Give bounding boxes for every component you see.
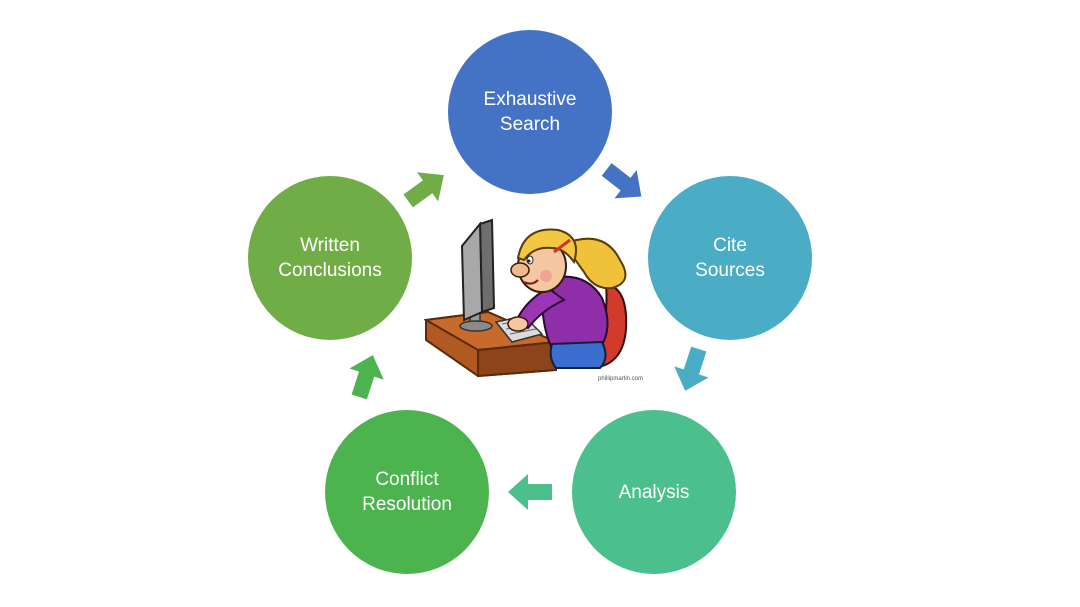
arrow-conflict-to-conclusion (342, 350, 390, 403)
node-written-conclusions: Written Conclusions (248, 176, 412, 340)
node-label: Conflict Resolution (362, 469, 452, 515)
node-label: Cite Sources (695, 235, 765, 281)
arrow-conclusion-to-search (398, 161, 455, 216)
node-exhaustive-search: Exhaustive Search (448, 30, 612, 194)
node-analysis: Analysis (572, 410, 736, 574)
node-label: Exhaustive Search (483, 89, 577, 135)
node-label: Written Conclusions (278, 235, 382, 281)
arrow-cite-to-analysis (668, 344, 716, 397)
node-label: Analysis (618, 481, 690, 503)
arrow-analysis-to-conflict (508, 474, 552, 510)
image-credit: phillipmartin.com (598, 376, 644, 382)
arrow-search-to-cite (596, 155, 653, 210)
student-at-computer-illustration (424, 218, 646, 388)
node-conflict-resolution: Conflict Resolution (325, 410, 489, 574)
node-cite-sources: Cite Sources (648, 176, 812, 340)
